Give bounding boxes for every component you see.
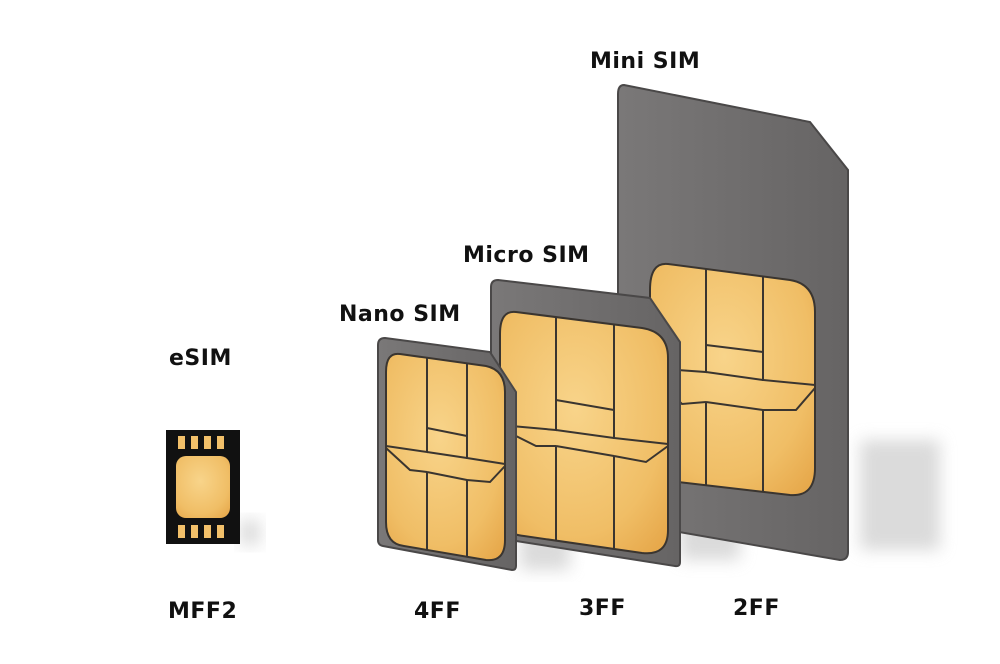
mini-sim-label: Mini SIM [590, 49, 701, 74]
nano-sim-chip [385, 352, 506, 562]
esim-form-factor: MFF2 [168, 599, 238, 624]
nano-sim-card [377, 336, 517, 572]
nano-sim-form-factor: 4FF [414, 599, 461, 624]
esim-die [176, 456, 230, 518]
micro-sim-card [490, 278, 681, 568]
nano-sim-label: Nano SIM [339, 302, 461, 327]
mini-sim-chip [649, 262, 816, 497]
esim-chip-package [166, 430, 240, 544]
esim-pins [178, 436, 224, 538]
mini-sim-form-factor: 2FF [733, 596, 780, 621]
micro-sim-form-factor: 3FF [579, 596, 626, 621]
esim-label: eSIM [169, 346, 232, 371]
micro-sim-chip [499, 310, 669, 555]
micro-sim-label: Micro SIM [463, 243, 590, 268]
